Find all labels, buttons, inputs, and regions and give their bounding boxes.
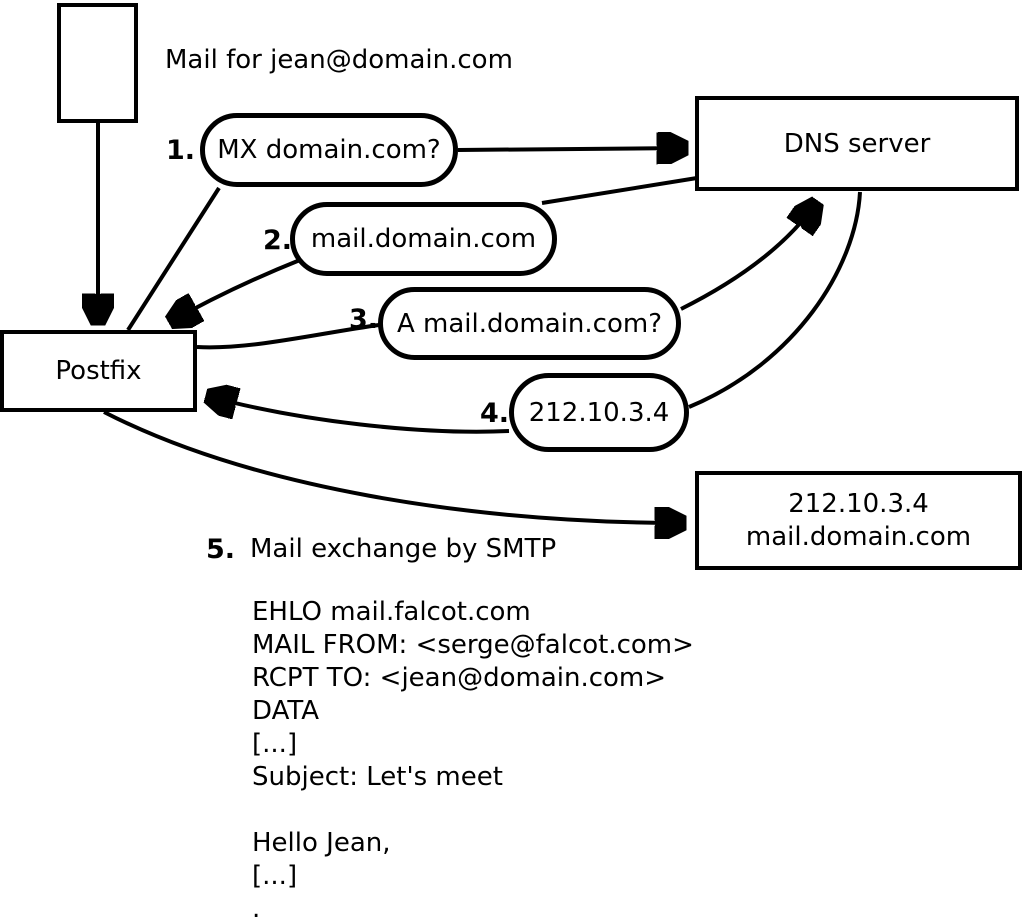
step-5-label: Mail exchange by SMTP [250,534,557,564]
postfix-node: Postfix [0,330,197,412]
bubble-answer-mx: mail.domain.com [290,202,557,276]
arrow-smtp-to-mail-server [103,410,685,523]
bubble-query-a: A mail.domain.com? [378,287,681,360]
smtp-session-text: EHLO mail.falcot.com MAIL FROM: <serge@f… [252,597,694,919]
mail-for-label: Mail for jean@domain.com [165,45,513,75]
step-3-number: 3. [349,304,379,335]
postfix-label: Postfix [55,356,142,386]
dns-server-label: DNS server [783,128,931,159]
line-dns-to-answer-mx [541,176,698,205]
bubble-query-a-label: A mail.domain.com? [397,308,662,339]
mail-server-hostname: mail.domain.com [745,521,972,552]
step-1-number: 1. [166,135,196,166]
bubble-query-mx-label: MX domain.com? [217,135,441,165]
step-4-number: 4. [480,398,510,429]
message-node [57,3,138,123]
bubble-answer-a: 212.10.3.4 [509,373,689,452]
line-dns-to-answer-a [688,191,862,409]
bubble-query-mx: MX domain.com? [200,113,458,187]
mail-server-node: 212.10.3.4 mail.domain.com [695,471,1022,570]
arrow-answer-mx-to-postfix [170,258,301,322]
bubble-answer-a-label: 212.10.3.4 [528,397,670,428]
mail-server-ip: 212.10.3.4 [788,488,929,519]
step-5-number: 5. [206,534,236,565]
bubble-answer-mx-label: mail.domain.com [310,224,537,254]
line-postfix-to-query-mx [126,186,221,332]
arrow-query-a-to-dns [680,202,817,311]
dns-server-node: DNS server [695,96,1019,191]
step-2-number: 2. [263,225,293,256]
line-postfix-to-query-a [196,323,380,350]
arrow-answer-a-to-postfix [207,396,510,434]
arrow-query-mx-to-dns [457,148,687,150]
